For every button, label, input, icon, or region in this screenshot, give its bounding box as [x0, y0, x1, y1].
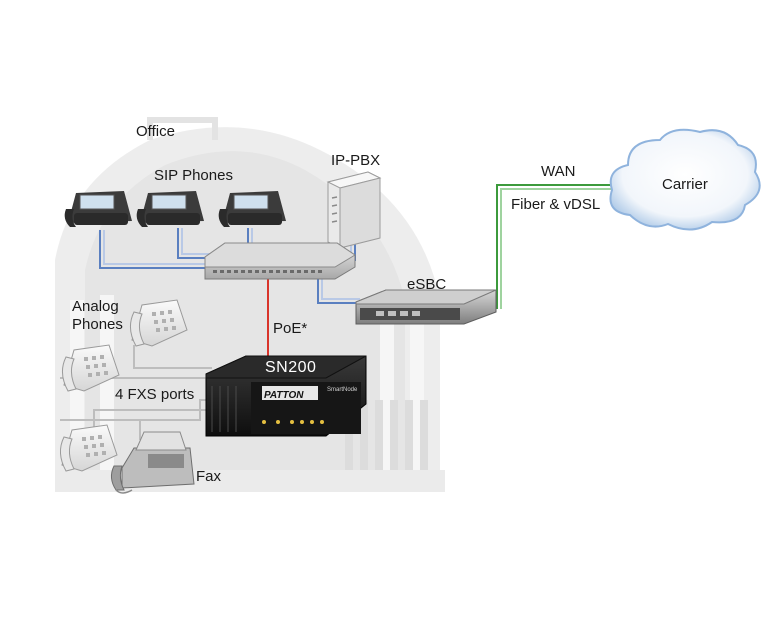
sn200-gateway-icon	[205, 355, 367, 437]
fax-label: Fax	[196, 468, 222, 485]
fiber-vdsl-label: Fiber & vDSL	[511, 196, 601, 213]
esbc-label: eSBC	[407, 276, 447, 293]
wan-label: WAN	[541, 163, 576, 180]
carrier-label: Carrier	[662, 176, 708, 193]
ip-pbx-label: IP-PBX	[331, 152, 381, 169]
link-esbc	[317, 272, 360, 304]
sip-phones-label: SIP Phones	[154, 167, 233, 184]
fxs-ports-label: 4 FXS ports	[115, 386, 195, 403]
esbc-router-icon	[355, 289, 497, 325]
patton-logo: PATTON	[264, 390, 304, 401]
office-label: Office	[136, 123, 175, 140]
poe-label: PoE*	[273, 320, 308, 337]
sip-phone-icon	[64, 191, 132, 227]
analog-phone-icon	[130, 299, 188, 347]
fax-machine-icon	[110, 431, 195, 494]
analog-phone-icon	[60, 424, 118, 472]
smartnode-logo: SmartNode	[327, 387, 358, 393]
cloud-icon	[609, 128, 761, 231]
link-sip-phone-2	[177, 228, 215, 259]
sn200-label: SN200	[265, 359, 317, 376]
analog-phones-label-line1: Analog	[72, 298, 119, 315]
link-sip-phone-1	[99, 230, 205, 269]
analog-phones-label-line2: Phones	[72, 316, 123, 333]
ip-pbx-server-icon	[326, 171, 382, 249]
analog-phone-icon	[62, 344, 120, 392]
sip-phone-icon	[218, 191, 286, 227]
sip-phone-icon	[136, 191, 204, 227]
network-switch-icon	[204, 242, 356, 280]
